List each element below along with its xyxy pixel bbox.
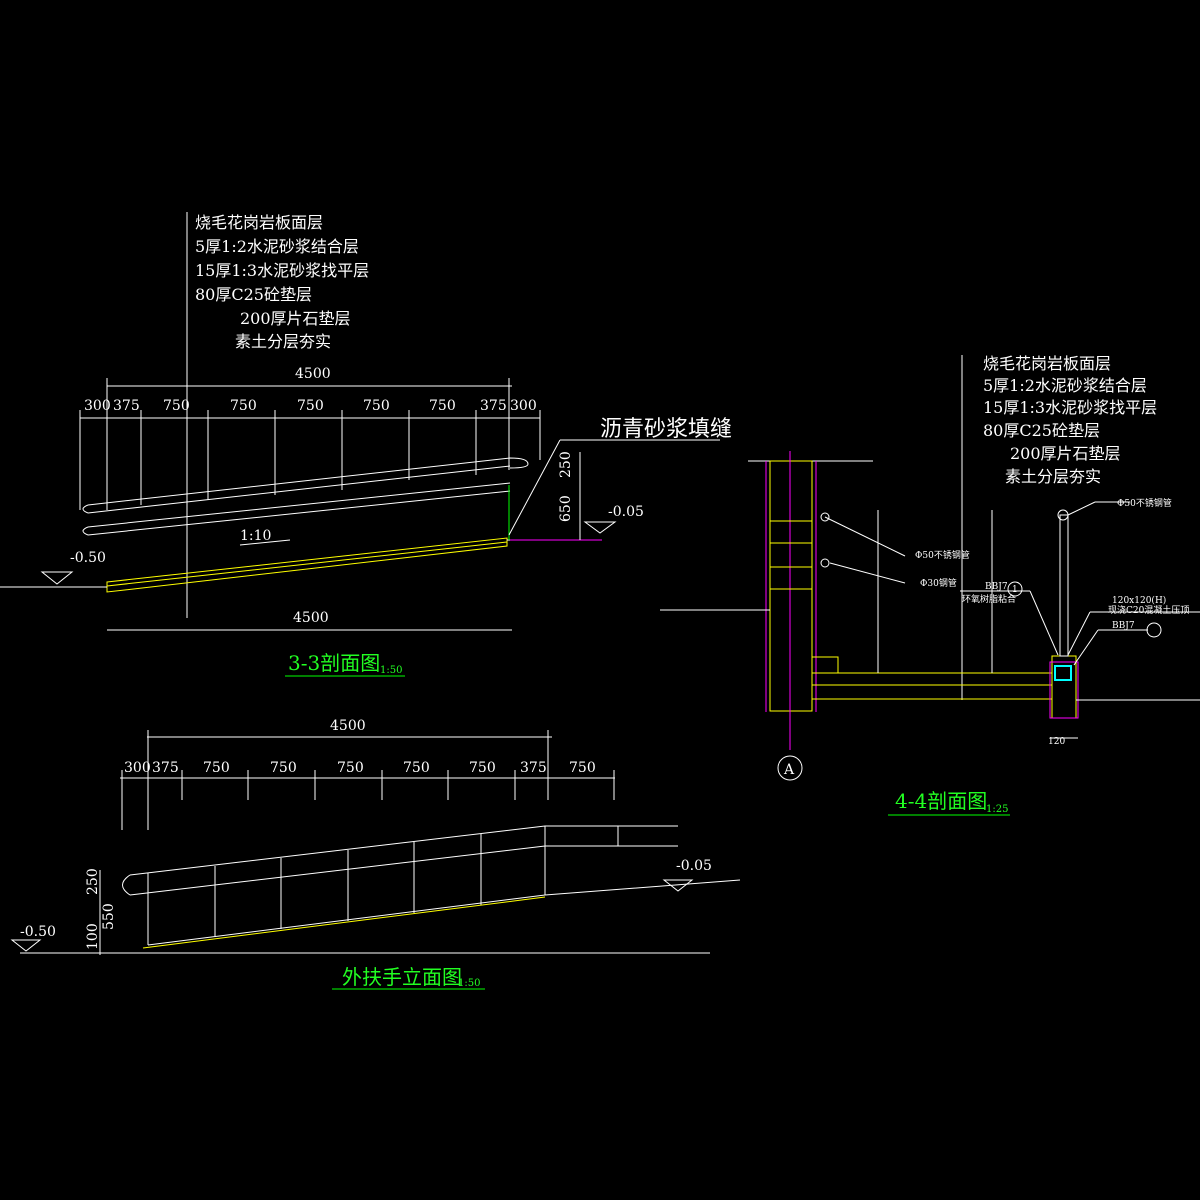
axis-label: A (783, 762, 795, 778)
layer-label: 5厚1:2水泥砂浆结合层 (983, 376, 1147, 395)
section-4-4: 烧毛花岗岩板面层 5厚1:2水泥砂浆结合层 15厚1:3水泥砂浆找平层 80厚C… (660, 354, 1200, 816)
dim: 750 (429, 398, 456, 414)
elev-low: -0.50 (20, 924, 56, 940)
note: Φ30钢管 (920, 577, 957, 589)
layer-label: 200厚片石垫层 (240, 309, 351, 328)
layer-label: 80厚C25砼垫层 (983, 421, 1100, 440)
layer-label: 15厚1:3水泥砂浆找平层 (983, 398, 1157, 417)
layer-label: 5厚1:2水泥砂浆结合层 (195, 237, 359, 256)
joint-note: 沥青砂浆填缝 (600, 417, 732, 442)
dim-total: 4500 (295, 366, 331, 382)
dim-120: 120 (1048, 737, 1065, 747)
section-title: 4-4剖面图 (895, 789, 987, 813)
layer-label: 烧毛花岗岩板面层 (983, 354, 1111, 373)
dim-550: 550 (101, 903, 117, 930)
dim-250: 250 (558, 451, 574, 478)
dim-bottom: 4500 (293, 610, 329, 626)
dim: 750 (337, 760, 364, 776)
note-coping-size: 120x120(H) (1112, 595, 1166, 606)
dim-650: 650 (558, 495, 574, 522)
note-epoxy: 环氧树脂粘合 (962, 593, 1016, 605)
dim: 750 (403, 760, 430, 776)
section-scale: 1:25 (986, 804, 1008, 815)
note-bbj7: BBJ7 (985, 582, 1008, 592)
note-coping: 现浇C20混凝土压顶 (1108, 604, 1189, 616)
slope-label: 1:10 (240, 528, 271, 544)
section-title: 3-3剖面图 (288, 651, 380, 675)
detail-number: 1 (1012, 585, 1018, 595)
note: Φ50不锈钢管 (915, 549, 970, 561)
layer-label: 200厚片石垫层 (1010, 444, 1121, 463)
dim: 750 (203, 760, 230, 776)
section-scale: 1:50 (380, 665, 402, 676)
dim: 750 (297, 398, 324, 414)
dim: 750 (363, 398, 390, 414)
dim-250: 250 (85, 868, 101, 895)
elev-high: -0.05 (676, 858, 712, 874)
handrail-elevation: 4500 300 375 750 750 750 750 750 375 750… (10, 718, 741, 990)
note-pipe: Φ50不锈钢管 (1117, 497, 1172, 509)
axis-bubble (777, 755, 803, 781)
layer-label: 素土分层夯实 (235, 332, 331, 351)
dim: 300 (124, 760, 151, 776)
dim: 375 (113, 398, 140, 414)
layer-label: 素土分层夯实 (1005, 467, 1101, 486)
dim-total: 4500 (330, 718, 366, 734)
layer-label: 15厚1:3水泥砂浆找平层 (195, 261, 369, 280)
dim: 750 (270, 760, 297, 776)
elevation-scale: 1:50 (458, 978, 480, 989)
dim: 375 (152, 760, 179, 776)
elev-low: -0.50 (70, 550, 106, 566)
dim: 750 (569, 760, 596, 776)
elev-high: -0.05 (608, 504, 644, 520)
note-bbj7: BBJ7 (1112, 621, 1135, 631)
elevation-title: 外扶手立面图 (342, 965, 462, 989)
layer-label: 烧毛花岗岩板面层 (195, 213, 323, 232)
section-3-3: 烧毛花岗岩板面层 5厚1:2水泥砂浆结合层 15厚1:3水泥砂浆找平层 80厚C… (0, 212, 732, 677)
dim: 750 (163, 398, 190, 414)
dim: 750 (469, 760, 496, 776)
dim: 375 (480, 398, 507, 414)
layer-label: 80厚C25砼垫层 (195, 285, 312, 304)
dim-100: 100 (85, 923, 101, 950)
dim: 750 (230, 398, 257, 414)
dim: 300 (84, 398, 111, 414)
dim: 300 (510, 398, 537, 414)
dim: 375 (520, 760, 547, 776)
